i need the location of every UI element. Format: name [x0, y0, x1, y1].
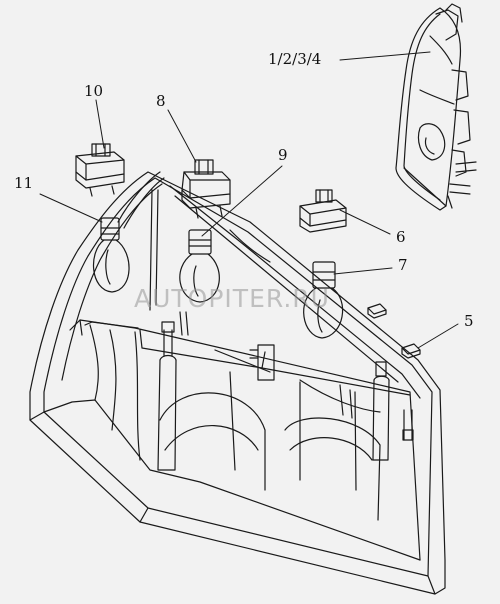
leader-lines — [39, 51, 459, 349]
callout-8: 8 — [156, 92, 166, 110]
socket-6 — [299, 189, 347, 233]
leader-10 — [95, 99, 105, 149]
bulb-7 — [303, 261, 344, 339]
callout-5: 5 — [464, 312, 474, 330]
lamp-housing — [29, 171, 446, 595]
callout-assembly: 1/2/3/4 — [268, 50, 322, 68]
leader-9 — [201, 165, 283, 237]
leader-5 — [417, 323, 459, 349]
socket-8 — [181, 159, 231, 219]
leader-6 — [339, 209, 391, 235]
watermark-text: AUTOPITER.RU — [134, 284, 330, 313]
leader-8 — [167, 109, 197, 163]
leader-11 — [39, 193, 103, 223]
callout-9: 9 — [278, 146, 288, 164]
bulb-11 — [92, 217, 130, 293]
callout-10: 10 — [84, 82, 104, 100]
callout-7: 7 — [398, 256, 408, 274]
callout-11: 11 — [14, 174, 34, 192]
leader-7 — [333, 267, 393, 275]
leader-assembly — [339, 51, 431, 61]
socket-posts — [157, 311, 414, 471]
clip-5 — [367, 303, 421, 359]
socket-10 — [75, 143, 125, 197]
bulb-9 — [179, 229, 220, 303]
tail-lamp-assembly — [395, 3, 477, 211]
callout-6: 6 — [396, 228, 406, 246]
